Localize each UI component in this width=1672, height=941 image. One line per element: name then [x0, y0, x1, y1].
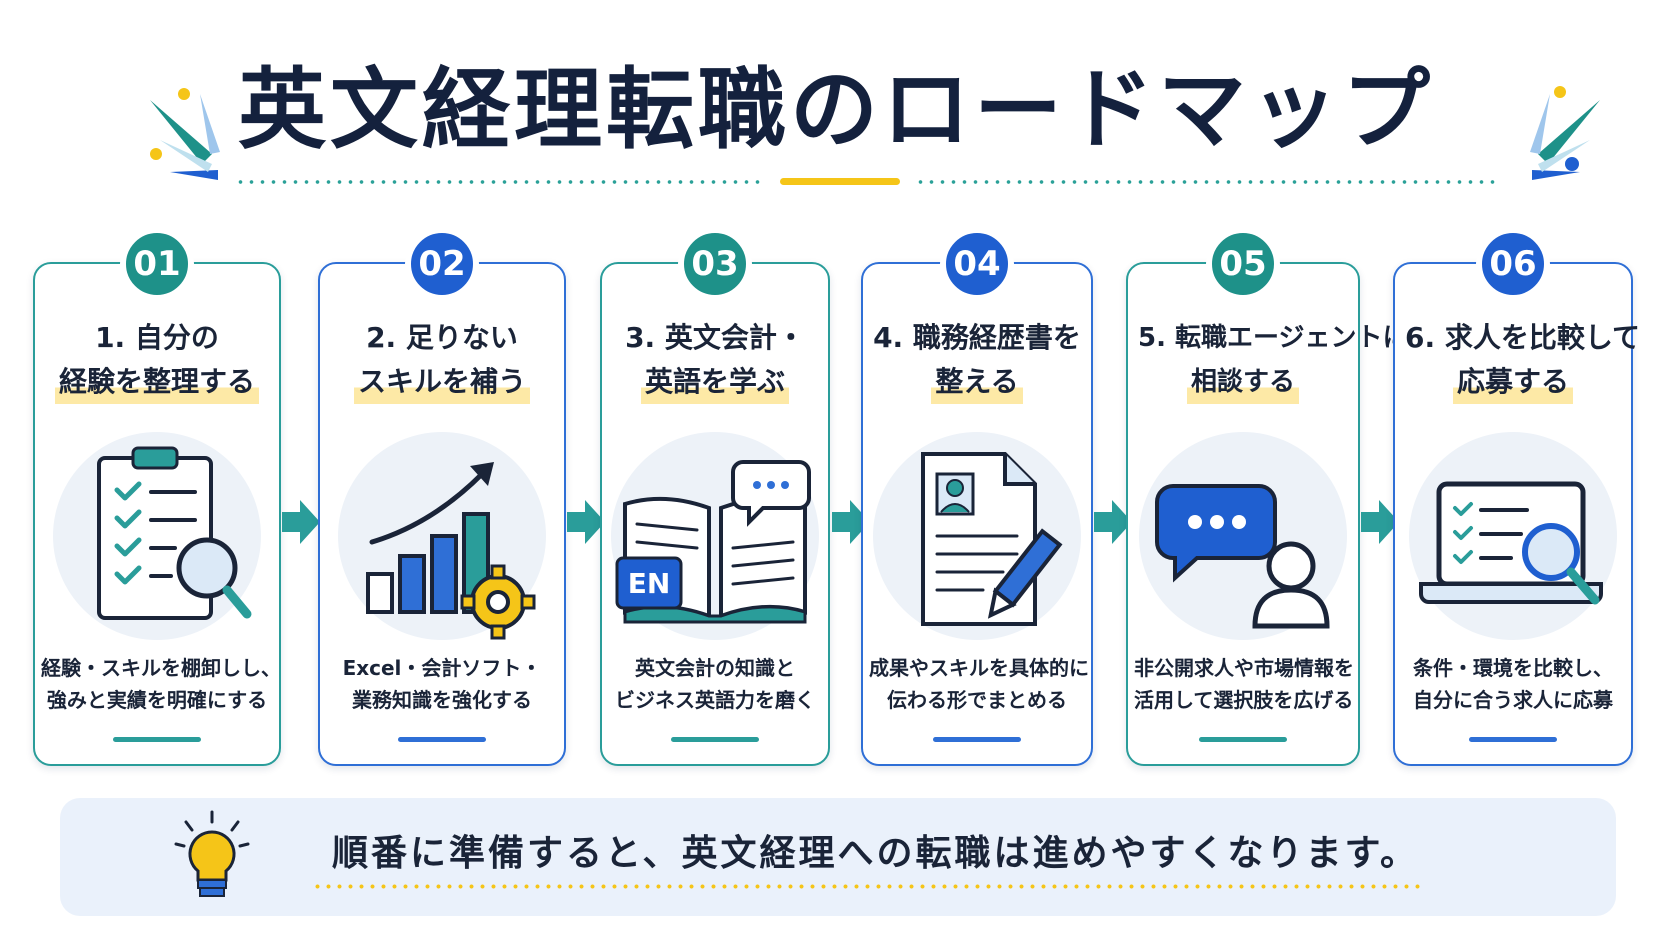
step-card-6: 06 6. 求人を比較して 応募する 条件・環境を比較し、自分に合う求人に応募	[1393, 227, 1640, 766]
step-description: 英文会計の知識とビジネス英語力を磨く	[615, 656, 815, 712]
step-number-badge: 03	[678, 227, 752, 301]
arrow-right-icon	[1361, 500, 1399, 544]
step-card-2: 02 2. 足りない スキルを補う Excel・会計ソフト・業務知識を強化する	[318, 227, 566, 766]
arrow-right-icon	[567, 500, 605, 544]
laptop-search-icon	[1419, 481, 1603, 605]
step-number-badge: 04	[940, 227, 1014, 301]
step-card-4: 04 4. 職務経歴書を 整える 成果やスキルを具体的に伝わる形でまとめる	[861, 227, 1093, 766]
english-book-icon: EN	[615, 460, 811, 624]
arrow-right-icon	[832, 500, 870, 544]
step-title: 2. 足りない スキルを補う	[326, 316, 558, 404]
step-number-badge: 05	[1206, 227, 1280, 301]
step-number-badge: 01	[120, 227, 194, 301]
step-card-5: 05 5. 転職エージェントに 相談する 非公開求人や市場情報を活用して選択肢を…	[1126, 227, 1409, 766]
step-description: 経験・スキルを棚卸しし、強みと実績を明確にする	[41, 656, 281, 712]
burst-decoration-left-icon	[150, 88, 220, 180]
step-card-3: 03 3. 英文会計・ 英語を学ぶ EN 英文会計の知識とビジネス英語力を磨く	[600, 227, 830, 766]
title-area: 英文経理転職のロードマップ	[0, 50, 1672, 180]
arrow-right-icon	[282, 500, 320, 544]
en-label: EN	[628, 567, 671, 600]
step-description: Excel・会計ソフト・業務知識を強化する	[342, 656, 542, 712]
step-description: 成果やスキルを具体的に伝わる形でまとめる	[869, 656, 1089, 712]
step-number-badge: 06	[1476, 227, 1550, 301]
footer-callout: 順番に準備すると、英文経理への転職は進めやすくなります。	[60, 798, 1616, 916]
page-title: 英文経理転職のロードマップ	[237, 58, 1434, 161]
lightbulb-icon	[174, 810, 250, 897]
clipboard-checklist-icon	[97, 446, 252, 620]
step-title: 3. 英文会計・ 英語を学ぶ	[608, 316, 822, 404]
growth-chart-gear-icon	[366, 462, 536, 640]
resume-pencil-icon	[921, 452, 1063, 626]
step-description: 条件・環境を比較し、自分に合う求人に応募	[1413, 656, 1613, 712]
chat-consult-icon	[1155, 484, 1330, 629]
step-title: 1. 自分の 経験を整理する	[41, 316, 273, 404]
step-card-1: 01 1. 自分の 経験を整理する 経験・スキルを棚卸しし、強みと実績を明確にす…	[33, 227, 281, 766]
title-divider	[235, 177, 1495, 187]
step-number-badge: 02	[405, 227, 479, 301]
step-title: 6. 求人を比較して 応募する	[1401, 316, 1640, 404]
step-title: 4. 職務経歴書を 整える	[869, 316, 1085, 404]
arrow-right-icon	[1094, 500, 1132, 544]
step-title: 5. 転職エージェントに 相談する	[1134, 316, 1409, 404]
burst-decoration-right-icon	[1530, 86, 1600, 180]
step-description: 非公開求人や市場情報を活用して選択肢を広げる	[1134, 656, 1354, 712]
footer-message: 順番に準備すると、英文経理への転職は進めやすくなります。	[332, 833, 1419, 874]
